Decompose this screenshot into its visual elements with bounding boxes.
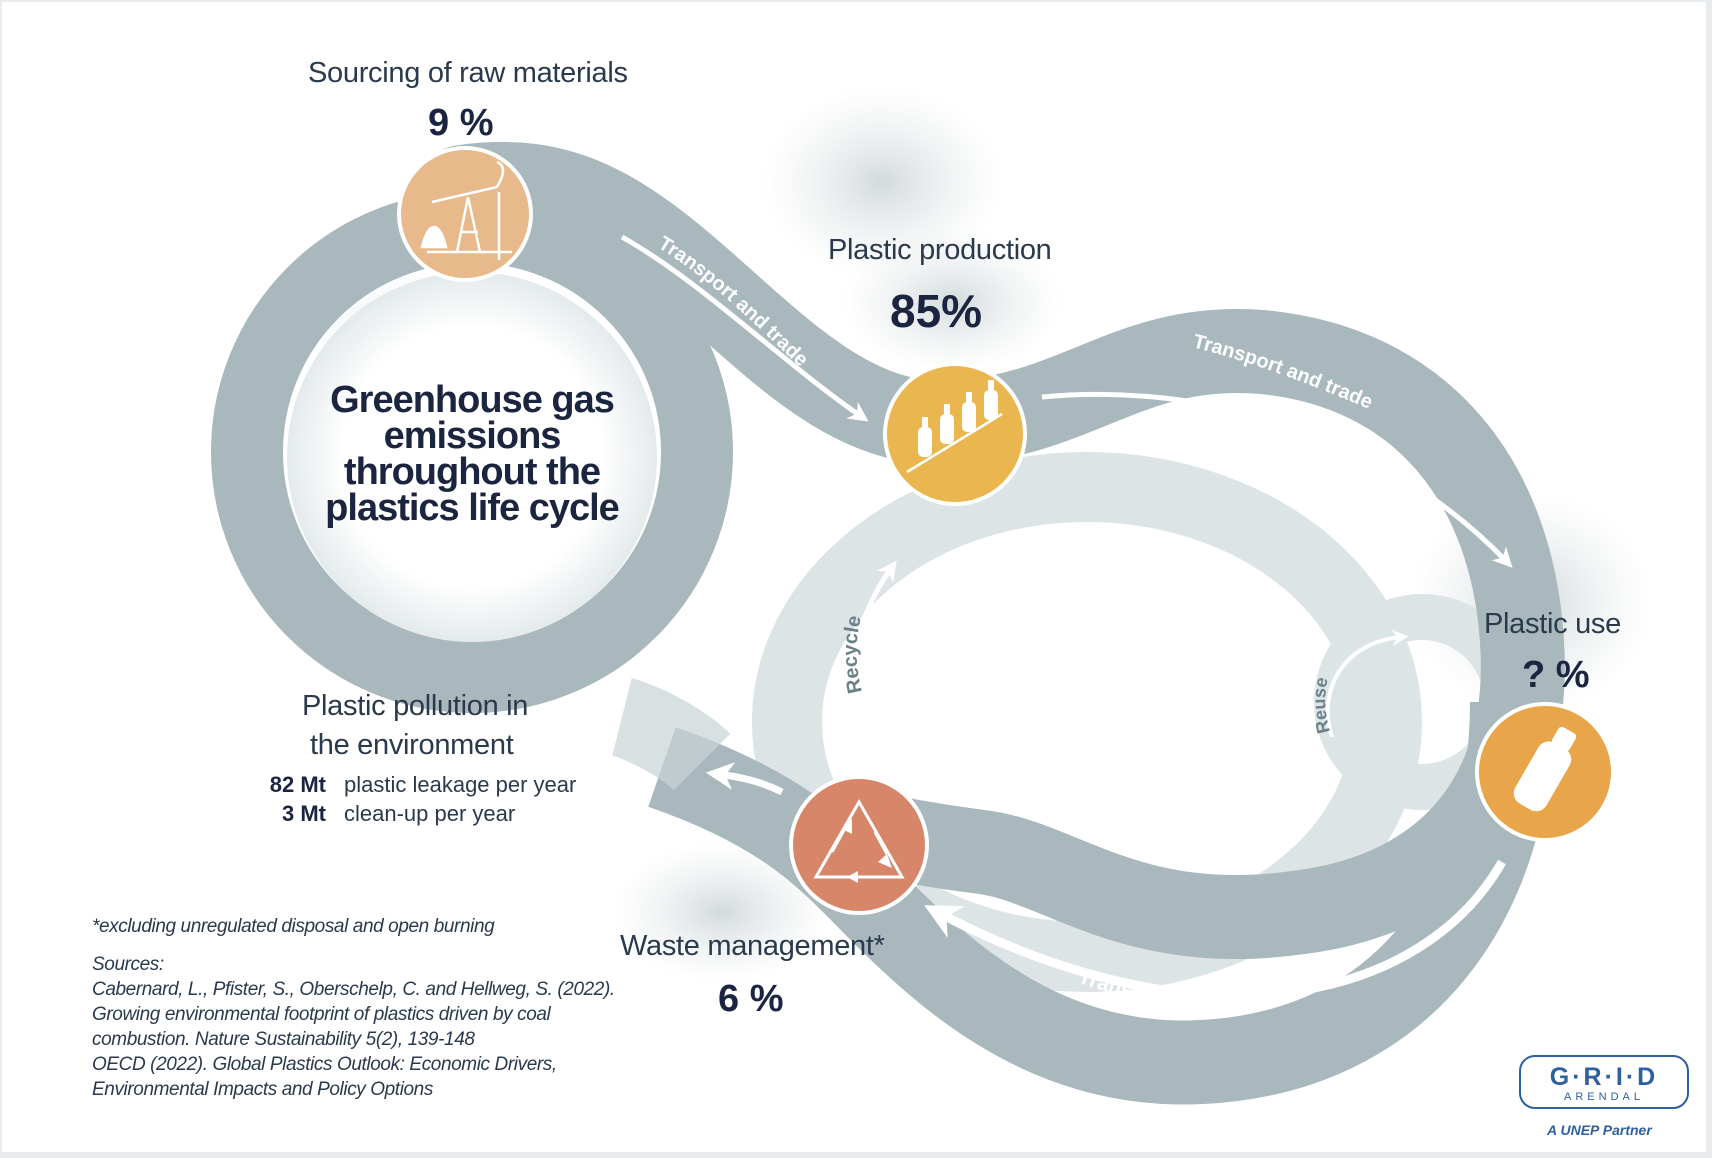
use-title: Plastic use [1484, 608, 1621, 640]
recycle-label: Recycle [839, 614, 866, 696]
page-title: Greenhouse gas emissions throughout the … [325, 379, 620, 529]
waste-pct: 6 % [718, 978, 784, 1020]
source-line: Environmental Impacts and Policy Options [92, 1079, 433, 1100]
stat-value: 82 Mt [269, 771, 326, 797]
production-pct: 85% [890, 285, 983, 337]
logo-sub: ARENDAL [1564, 1091, 1644, 1103]
pollution-title-line1: Plastic pollution in [302, 690, 529, 722]
sourcing-title: Sourcing of raw materials [308, 57, 628, 89]
footnote: *excluding unregulated disposal and open… [92, 916, 495, 937]
pollution-title-line2: the environment [310, 729, 514, 761]
sourcing-pct: 9 % [428, 102, 494, 144]
stat-row: 3 Mt clean-up per year [238, 799, 576, 828]
use-pct: ? % [1522, 654, 1590, 696]
waste-title: Waste management* [620, 930, 885, 962]
sources: Sources: Cabernard, L., Pfister, S., Obe… [92, 952, 615, 1102]
recycle-ring [752, 452, 1422, 992]
oil-pump-icon [397, 146, 533, 282]
source-line: combustion. Nature Sustainability 5(2), … [92, 1029, 475, 1050]
sources-heading: Sources: [92, 954, 164, 975]
stat-label: plastic leakage per year [344, 771, 577, 797]
logo-mark: G·R·I·D [1549, 1063, 1659, 1091]
flow-arrows [620, 234, 1513, 1000]
pollution-stats: 82 Mt plastic leakage per year 3 Mt clea… [238, 770, 577, 828]
stat-value: 3 Mt [282, 800, 326, 826]
stat-row: 82 Mt plastic leakage per year [238, 770, 577, 799]
stat-label: clean-up per year [344, 800, 516, 826]
bottle-icon [1475, 702, 1615, 842]
bottles-icon [883, 362, 1027, 506]
grid-arendal-logo: G·R·I·D ARENDAL [1519, 1055, 1689, 1109]
source-line: Growing environmental footprint of plast… [92, 1004, 551, 1025]
production-title: Plastic production [828, 234, 1052, 266]
source-line: OECD (2022). Global Plastics Outlook: Ec… [92, 1054, 557, 1075]
source-line: Cabernard, L., Pfister, S., Oberschelp, … [92, 979, 615, 1000]
recycle-icon [789, 775, 929, 915]
logo-tagline: A UNEP Partner [1547, 1122, 1652, 1138]
